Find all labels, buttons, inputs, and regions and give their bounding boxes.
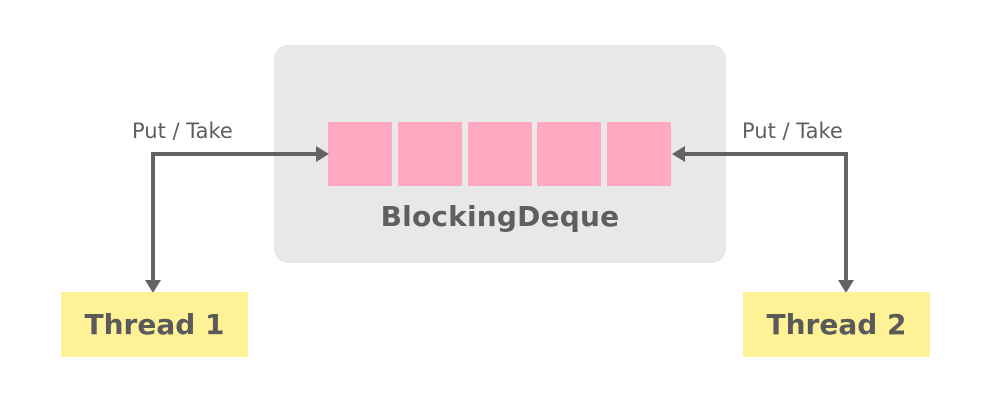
deque-cell-2 — [398, 122, 462, 186]
arrow-down-icon — [145, 280, 161, 293]
thread-2-box: Thread 2 — [743, 292, 930, 357]
left-connector — [151, 152, 318, 288]
deque-cell-4 — [537, 122, 601, 186]
deque-label: BlockingDeque — [380, 200, 620, 233]
deque-cell-3 — [468, 122, 532, 186]
right-operation-label: Put / Take — [742, 119, 843, 143]
thread-1-label: Thread 1 — [84, 308, 225, 341]
left-operation-label: Put / Take — [132, 119, 233, 143]
deque-cell-1 — [328, 122, 392, 186]
arrow-down-icon — [838, 280, 854, 293]
deque-cell-5 — [607, 122, 671, 186]
thread-2-label: Thread 2 — [766, 308, 907, 341]
arrow-right-icon — [316, 146, 329, 162]
arrow-left-icon — [672, 146, 685, 162]
thread-1-box: Thread 1 — [61, 292, 248, 357]
right-connector — [684, 152, 848, 288]
